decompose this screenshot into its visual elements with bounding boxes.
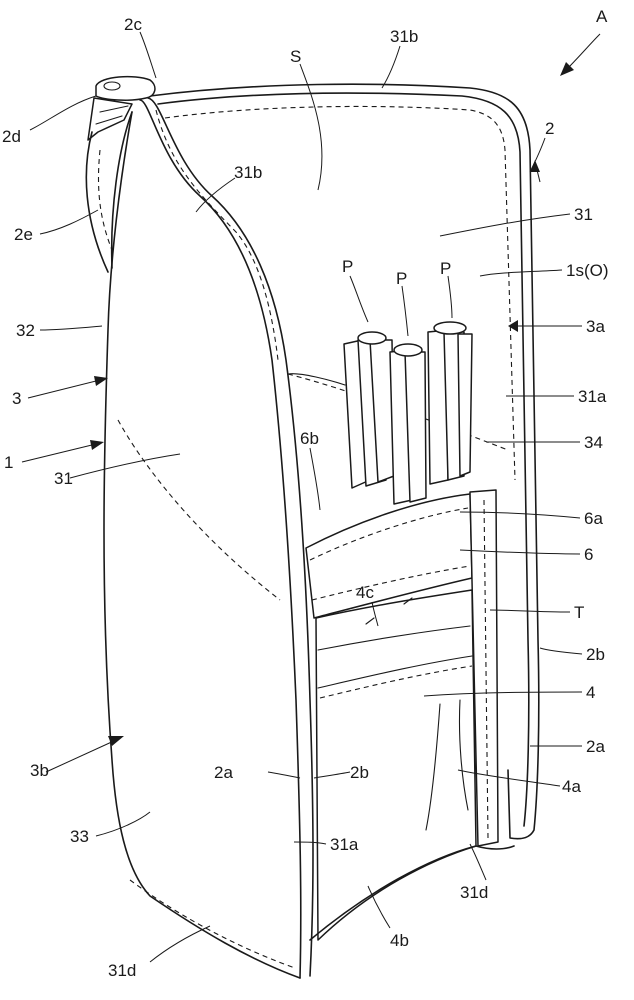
pen-2	[389, 343, 427, 505]
label-P2: P	[396, 269, 407, 288]
label-P1: P	[342, 257, 353, 276]
front-panel	[103, 97, 314, 979]
label-2e: 2e	[14, 225, 33, 244]
label-2a-right: 2a	[586, 737, 605, 756]
label-31a-right: 31a	[578, 387, 607, 406]
inner-pocket-edge	[287, 373, 346, 386]
label-4c: 4c	[356, 583, 374, 602]
pen-1	[343, 331, 395, 489]
rear-panel	[149, 83, 540, 840]
label-2b-right: 2b	[586, 645, 605, 664]
front-pocket	[315, 589, 477, 941]
label-P3: P	[440, 259, 451, 278]
label-2: 2	[545, 119, 554, 138]
label-31b-top: 31b	[390, 27, 418, 46]
rear-bottom	[309, 845, 515, 941]
label-2a-mid: 2a	[214, 763, 233, 782]
label-S: S	[290, 47, 301, 66]
label-6a: 6a	[584, 509, 603, 528]
pen-3	[427, 321, 473, 485]
label-34: 34	[584, 433, 603, 452]
label-3: 3	[12, 389, 21, 408]
label-31d-right: 31d	[460, 883, 488, 902]
reference-labels: A 2c 31b S 2d 2 31b 31 2e P P P 1s(O) 32…	[2, 7, 609, 980]
leader-lines	[29, 31, 583, 963]
label-6b: 6b	[300, 429, 319, 448]
right-binding-strip	[469, 489, 499, 847]
label-figure-letter: A	[596, 7, 608, 26]
label-33: 33	[70, 827, 89, 846]
label-2d: 2d	[2, 127, 21, 146]
label-31-left: 31	[54, 469, 73, 488]
label-1s-O: 1s(O)	[566, 261, 609, 280]
label-3b: 3b	[30, 761, 49, 780]
label-4a: 4a	[562, 777, 581, 796]
label-T: T	[574, 603, 584, 622]
label-1: 1	[4, 453, 13, 472]
label-6: 6	[584, 545, 593, 564]
label-31a-mid: 31a	[330, 835, 359, 854]
side-tab	[85, 111, 133, 273]
reference-arrows	[21, 33, 601, 773]
label-31b-mid: 31b	[234, 163, 262, 182]
label-4b: 4b	[390, 931, 409, 950]
label-32: 32	[16, 321, 35, 340]
label-2b-mid: 2b	[350, 763, 369, 782]
label-31d-left: 31d	[108, 961, 136, 980]
label-2c: 2c	[124, 15, 142, 34]
label-4: 4	[586, 683, 595, 702]
pens	[343, 321, 473, 505]
label-3a: 3a	[586, 317, 605, 336]
zipper-slider	[87, 75, 156, 141]
label-31-top: 31	[574, 205, 593, 224]
